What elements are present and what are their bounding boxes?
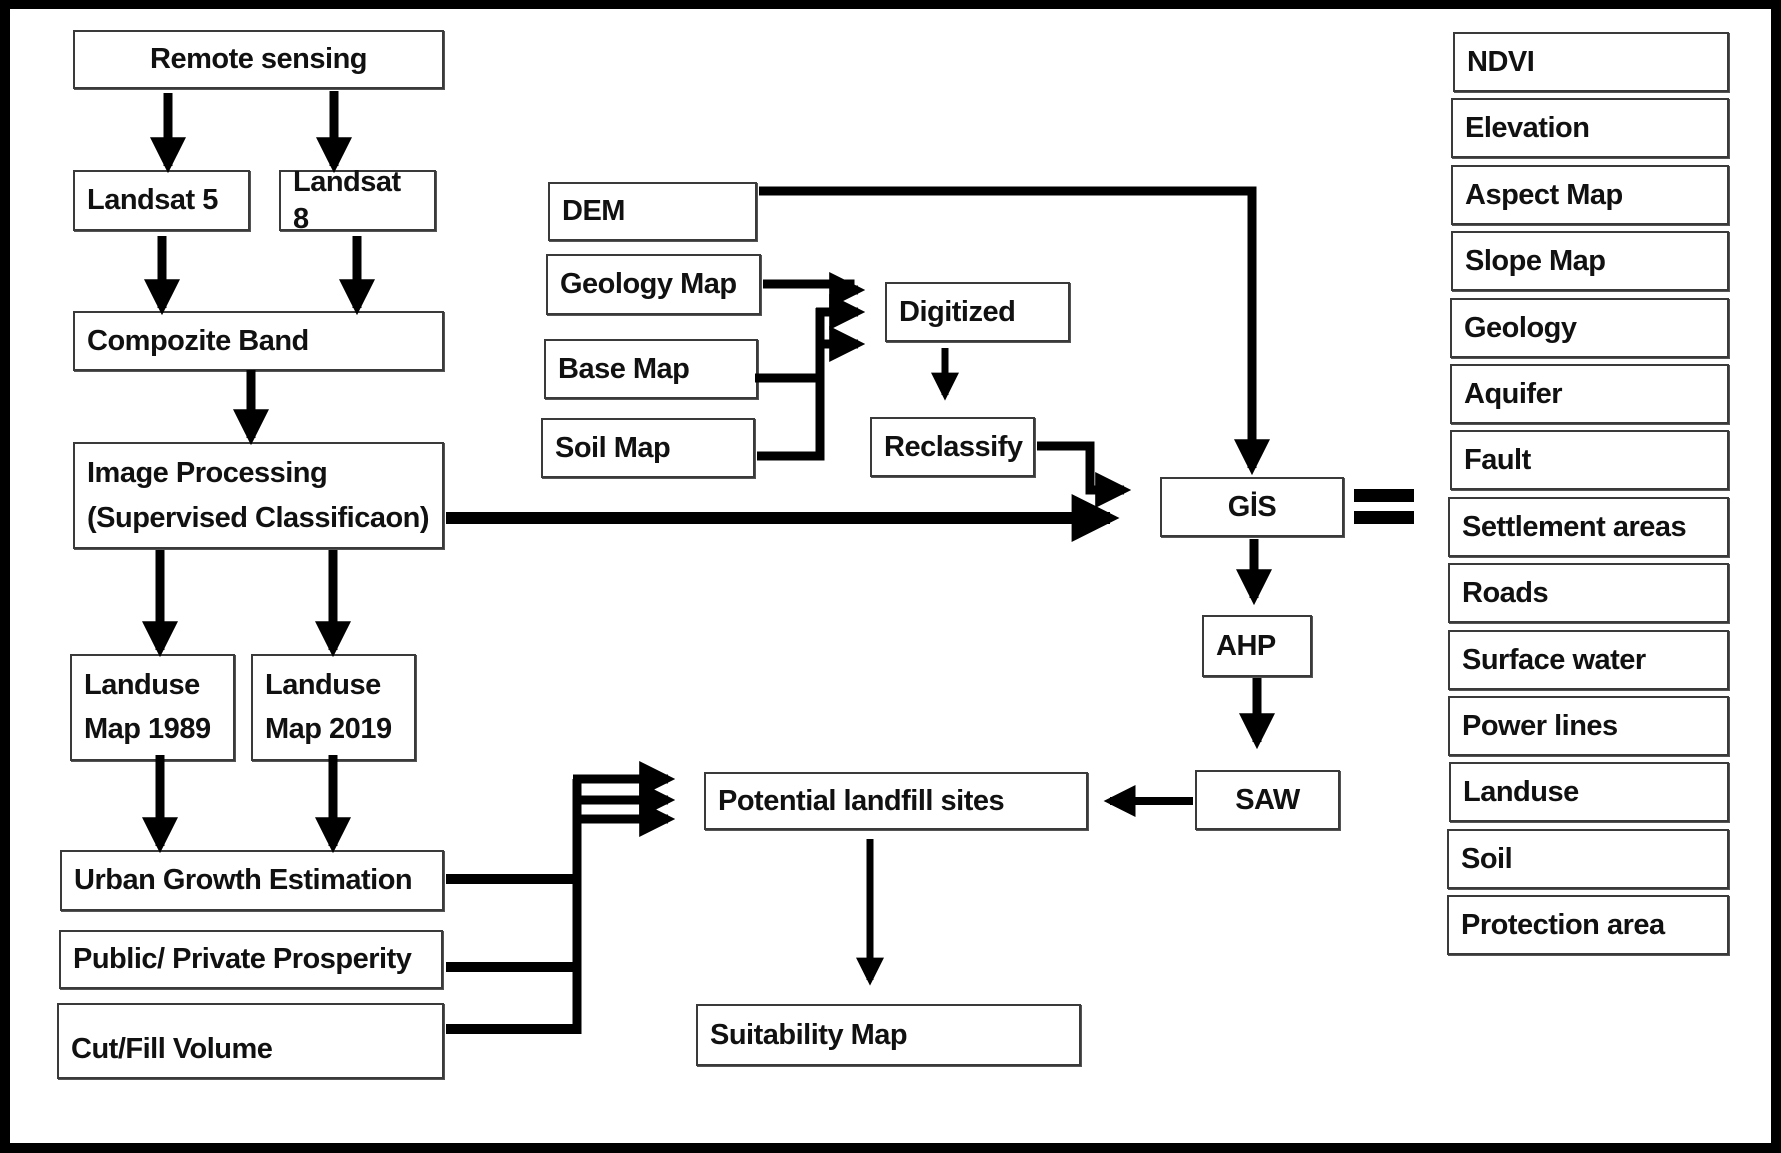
node-label: Landuse Map 2019 bbox=[265, 669, 392, 745]
node-suitability-map: Suitability Map bbox=[696, 1004, 1081, 1066]
node-remote-sensing: Remote sensing bbox=[73, 30, 444, 89]
criteria-label: Power lines bbox=[1462, 709, 1618, 742]
node-label: Compozite Band bbox=[87, 324, 309, 357]
criteria-label: Landuse bbox=[1463, 775, 1579, 808]
criteria-item: Fault bbox=[1450, 430, 1729, 490]
criteria-label: Geology bbox=[1464, 311, 1577, 344]
criteria-item: Aspect Map bbox=[1451, 165, 1729, 225]
criteria-label: Protection area bbox=[1461, 908, 1665, 941]
node-digitized: Digitized bbox=[885, 282, 1070, 342]
criteria-item: Power lines bbox=[1448, 696, 1729, 756]
criteria-item: Elevation bbox=[1451, 98, 1729, 158]
node-reclassify: Reclassify bbox=[870, 417, 1035, 477]
node-label: Reclassify bbox=[884, 430, 1023, 463]
criteria-item: Aquifer bbox=[1450, 364, 1729, 424]
node-label: DEM bbox=[562, 195, 625, 228]
equals-sign-top-bar bbox=[1354, 489, 1414, 502]
criteria-item: Protection area bbox=[1447, 895, 1729, 955]
criteria-label: NDVI bbox=[1467, 45, 1535, 78]
node-ahp: AHP bbox=[1202, 615, 1312, 677]
node-dem: DEM bbox=[548, 182, 757, 241]
criteria-item: NDVI bbox=[1453, 32, 1729, 92]
criteria-label: Aspect Map bbox=[1465, 178, 1623, 211]
node-potential-landfill: Potential landfill sites bbox=[704, 772, 1088, 830]
node-label: Digitized bbox=[899, 295, 1016, 328]
node-image-processing: Image Processing (Supervised Classificao… bbox=[73, 442, 444, 549]
node-label: Landsat 8 bbox=[293, 166, 401, 235]
node-saw: SAW bbox=[1195, 770, 1340, 830]
node-label: Urban Growth Estimation bbox=[74, 864, 413, 897]
node-label: Public/ Private Prosperity bbox=[73, 943, 412, 976]
criteria-label: Fault bbox=[1464, 443, 1531, 476]
criteria-label: Elevation bbox=[1465, 111, 1590, 144]
node-label: Soil Map bbox=[555, 431, 671, 464]
node-public-private: Public/ Private Prosperity bbox=[59, 930, 443, 989]
node-label: Cut/Fill Volume bbox=[71, 1032, 273, 1065]
criteria-label: Settlement areas bbox=[1462, 510, 1687, 543]
node-label: Geology Map bbox=[560, 268, 737, 301]
criteria-item: Geology bbox=[1450, 298, 1729, 358]
node-soil-map: Soil Map bbox=[541, 418, 755, 478]
node-gis: GİS bbox=[1160, 477, 1344, 537]
node-landsat-5: Landsat 5 bbox=[73, 170, 250, 231]
node-label: SAW bbox=[1235, 783, 1300, 816]
node-label: GİS bbox=[1227, 490, 1277, 523]
node-label: Image Processing (Supervised Classificao… bbox=[87, 456, 430, 534]
node-landuse-1989: Landuse Map 1989 bbox=[70, 654, 235, 761]
criteria-label: Soil bbox=[1461, 842, 1513, 875]
criteria-label: Aquifer bbox=[1464, 377, 1563, 410]
criteria-label: Roads bbox=[1462, 576, 1549, 609]
node-base-map: Base Map bbox=[544, 339, 758, 399]
node-label: Suitability Map bbox=[710, 1018, 908, 1051]
criteria-label: Slope Map bbox=[1465, 244, 1606, 277]
criteria-item: Landuse bbox=[1449, 762, 1729, 822]
criteria-item: Soil bbox=[1447, 829, 1729, 889]
node-urban-growth: Urban Growth Estimation bbox=[60, 850, 444, 911]
equals-sign-bottom-bar bbox=[1354, 511, 1414, 524]
node-cut-fill: Cut/Fill Volume bbox=[57, 1003, 444, 1079]
node-composite-band: Compozite Band bbox=[73, 311, 444, 371]
node-label: Base Map bbox=[558, 352, 690, 385]
criteria-item: Settlement areas bbox=[1448, 497, 1729, 557]
node-label: Landuse Map 1989 bbox=[84, 669, 211, 745]
node-landuse-2019: Landuse Map 2019 bbox=[251, 654, 416, 761]
node-label: Landsat 5 bbox=[87, 184, 218, 217]
criteria-label: Surface water bbox=[1462, 643, 1646, 676]
node-label: Remote sensing bbox=[150, 43, 368, 76]
node-landsat-8: Landsat 8 bbox=[279, 166, 436, 235]
criteria-item: Roads bbox=[1448, 563, 1729, 623]
criteria-item: Surface water bbox=[1448, 630, 1729, 690]
criteria-item: Slope Map bbox=[1451, 231, 1729, 291]
node-label: Potential landfill sites bbox=[718, 784, 1005, 817]
node-label: AHP bbox=[1216, 629, 1276, 662]
node-geology-map: Geology Map bbox=[546, 254, 761, 315]
